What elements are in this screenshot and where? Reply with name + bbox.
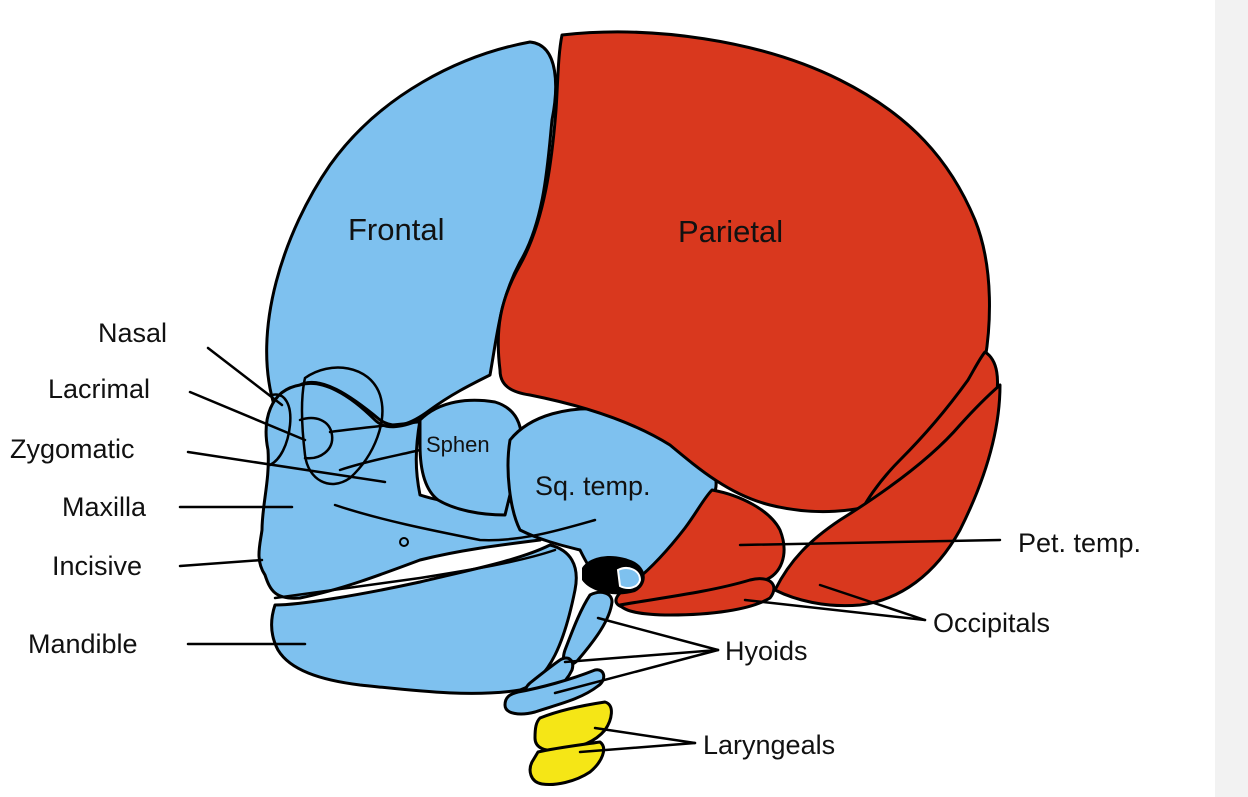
page-edge bbox=[1215, 0, 1248, 797]
leader-hyoids-a bbox=[598, 618, 718, 650]
label-frontal: Frontal bbox=[348, 212, 444, 247]
label-mandible: Mandible bbox=[28, 629, 138, 659]
label-sq-temp: Sq. temp. bbox=[535, 471, 651, 501]
ear-canal-highlight bbox=[618, 568, 640, 588]
label-sphen: Sphen bbox=[426, 432, 490, 457]
label-occipitals: Occipitals bbox=[933, 608, 1050, 638]
label-pet-temp: Pet. temp. bbox=[1018, 528, 1141, 558]
label-hyoids: Hyoids bbox=[725, 636, 808, 666]
leader-incisive bbox=[180, 560, 262, 566]
sphenoid-bone bbox=[420, 400, 521, 515]
label-nasal: Nasal bbox=[98, 318, 167, 348]
leader-laryngeals-b bbox=[595, 728, 695, 743]
label-laryngeals: Laryngeals bbox=[703, 730, 835, 760]
label-lacrimal: Lacrimal bbox=[48, 374, 150, 404]
label-maxilla: Maxilla bbox=[62, 492, 147, 522]
label-zygomatic: Zygomatic bbox=[10, 434, 135, 464]
label-parietal: Parietal bbox=[678, 214, 783, 249]
label-incisive: Incisive bbox=[52, 551, 142, 581]
